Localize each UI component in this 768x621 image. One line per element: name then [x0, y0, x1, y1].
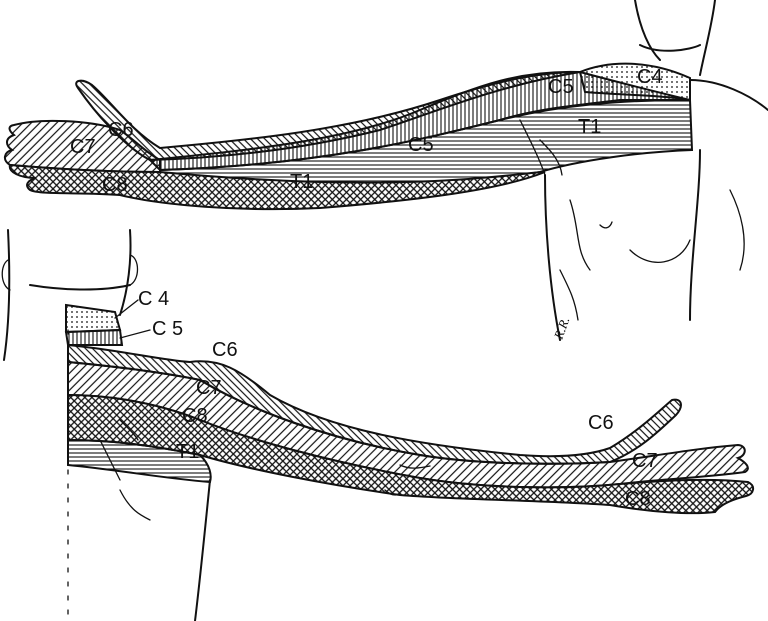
ear-icon-left: [1, 259, 11, 291]
label-bottom-c7-hand: C7: [632, 450, 658, 472]
label-bottom-c6-shoulder: C6: [212, 339, 238, 361]
top-c6-region: [75, 71, 581, 162]
label-top-t1-forearm: T1: [290, 171, 313, 193]
bottom-c4-region: [65, 303, 122, 334]
label-leader-lines: [114, 299, 151, 339]
bottom-back-outline: [194, 479, 211, 621]
bottom-arm-figure: [1, 229, 754, 621]
top-arm-contour-lines: [519, 119, 563, 176]
label-bottom-c4: C 4: [138, 288, 169, 310]
label-bottom-t1: T1: [176, 441, 199, 463]
bottom-head-outline: [3, 229, 132, 361]
label-top-c6: C6: [108, 119, 134, 141]
label-top-c7: C7: [70, 136, 96, 158]
label-bottom-c7-shoulder: C7: [196, 377, 222, 399]
label-top-c5-forearm: C5: [408, 134, 434, 156]
label-bottom-c8-hand: C8: [625, 488, 651, 510]
top-c8-region: [8, 163, 546, 211]
label-bottom-c6-hand: C6: [588, 412, 614, 434]
bottom-t1-region: [67, 438, 212, 484]
label-top-c8: C8: [102, 174, 128, 196]
artist-signature: R.R.: [550, 315, 572, 342]
ear-icon-right: [129, 254, 139, 286]
label-top-t1-upper: T1: [578, 116, 601, 138]
top-chest-lines: [559, 189, 745, 321]
bottom-forearm-contours: [119, 419, 431, 496]
top-labels: C4 C5 C5 T1 T1 C6 C7 C8: [70, 66, 663, 196]
top-arm-figure: [4, 0, 768, 341]
bottom-c5-region: [64, 328, 124, 346]
label-bottom-c5: C 5: [152, 318, 183, 340]
label-bottom-c8-shoulder: C8: [182, 405, 208, 427]
label-top-c5-upper: C5: [548, 76, 574, 98]
label-top-c4: C4: [637, 66, 663, 88]
bottom-labels: C 4 C 5 C6 C7 C8 T1 C6 C7 C8: [138, 288, 658, 510]
top-torso-outline: [544, 0, 768, 341]
bottom-c8-region: [67, 393, 754, 515]
